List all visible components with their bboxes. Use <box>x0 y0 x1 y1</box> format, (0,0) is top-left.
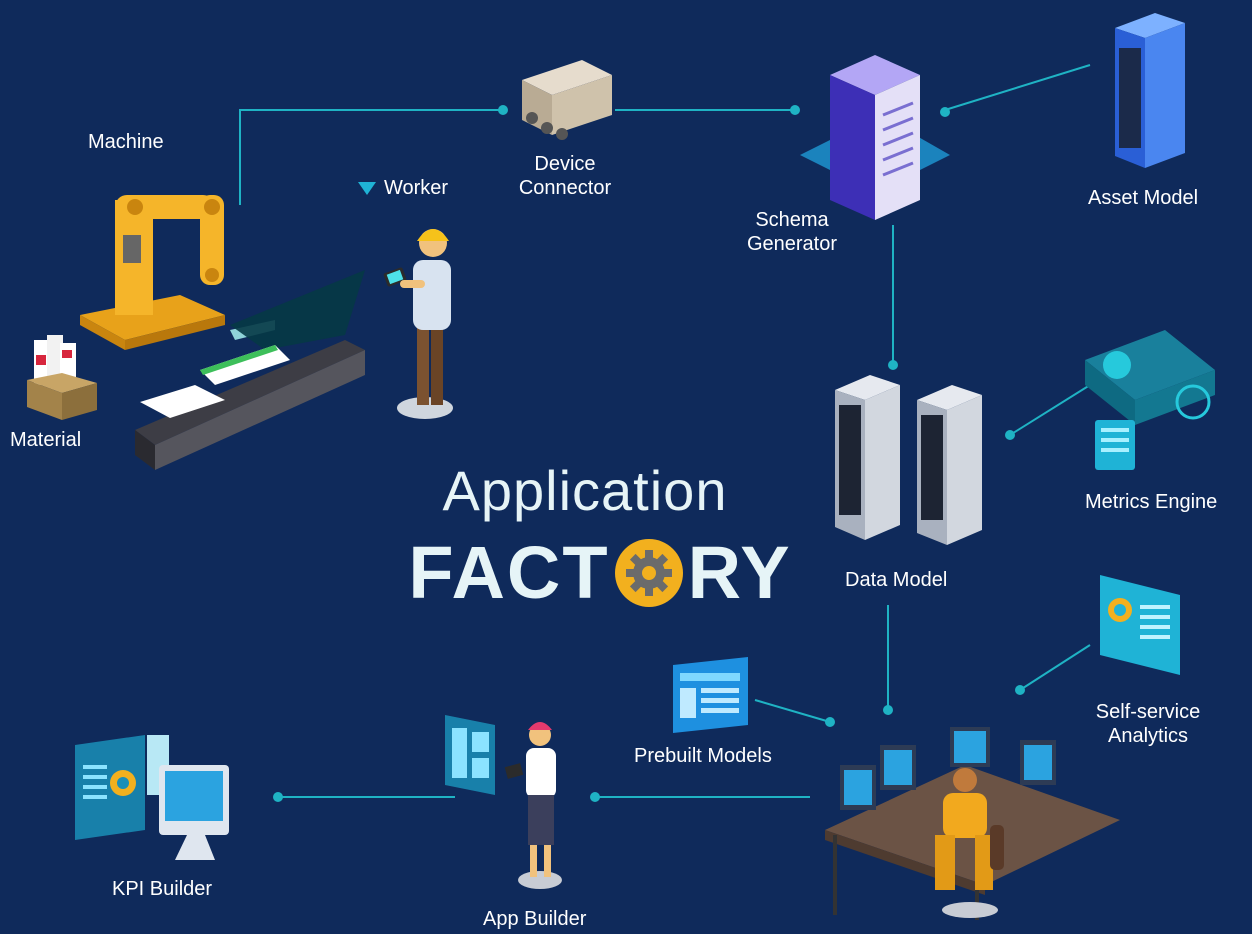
label-self-service-line1: Self-service <box>1095 701 1201 723</box>
label-self-service-analytics: Self-service Analytics <box>1088 700 1208 748</box>
connector-dot <box>1015 685 1025 695</box>
label-metrics-engine: Metrics Engine <box>1085 491 1218 513</box>
connector-dot <box>590 792 600 802</box>
label-material: Material <box>10 429 82 451</box>
schema-server-illustration <box>800 55 950 220</box>
robot-arm-illustration <box>80 195 365 470</box>
line-prebuilt-operator <box>754 699 831 723</box>
metrics-engine-illustration <box>1085 330 1215 470</box>
title-factory-part2: RY <box>687 531 792 614</box>
label-kpi-builder: KPI Builder <box>112 878 213 900</box>
label-prebuilt-models: Prebuilt Models <box>634 745 772 767</box>
label-self-service-line2: Analytics <box>1107 725 1189 747</box>
connector-dot <box>498 105 508 115</box>
prebuilt-models-illustration <box>673 657 748 733</box>
analytics-panel-illustration <box>1100 575 1180 675</box>
connector-dot <box>1005 430 1015 440</box>
gear-icon <box>614 538 683 607</box>
connector-dot <box>825 717 835 727</box>
label-schema-generator: Schema Generator <box>732 208 852 256</box>
app-builder-illustration <box>445 715 562 889</box>
connector-dot <box>883 705 893 715</box>
label-device-connector-line1: Device <box>534 153 596 175</box>
line-selfservice-operator <box>1019 644 1091 691</box>
label-schema-generator-line1: Schema <box>755 209 829 231</box>
label-worker: Worker <box>358 176 448 200</box>
title-application: Application <box>442 459 728 522</box>
operator-workstation-illustration <box>825 727 1120 920</box>
title-factory-part1: FACT <box>408 531 610 614</box>
connector-dot <box>273 792 283 802</box>
device-connector-illustration <box>522 60 612 140</box>
line-schema-asset <box>944 64 1091 111</box>
connector-dot <box>940 107 950 117</box>
kpi-builder-illustration <box>75 735 229 860</box>
label-schema-generator-line2: Generator <box>746 233 838 255</box>
triangle-down-icon <box>358 181 376 195</box>
asset-server-illustration <box>1115 13 1185 168</box>
label-asset-model: Asset Model <box>1088 187 1199 209</box>
label-worker-text: Worker <box>384 177 449 199</box>
label-app-builder: App Builder <box>483 908 587 930</box>
connector-dot <box>790 105 800 115</box>
data-model-servers-illustration <box>835 375 982 545</box>
connector-dot <box>888 360 898 370</box>
label-device-connector-line2: Connector <box>518 177 612 199</box>
line-machine-device <box>239 109 505 205</box>
label-device-connector: Device Connector <box>500 152 630 200</box>
label-data-model: Data Model <box>845 569 948 591</box>
label-machine: Machine <box>88 131 164 153</box>
title-factory: FACT RY <box>380 530 820 615</box>
line-data-metrics <box>1009 384 1091 436</box>
worker-illustration <box>383 229 453 419</box>
material-box-illustration <box>27 335 97 420</box>
